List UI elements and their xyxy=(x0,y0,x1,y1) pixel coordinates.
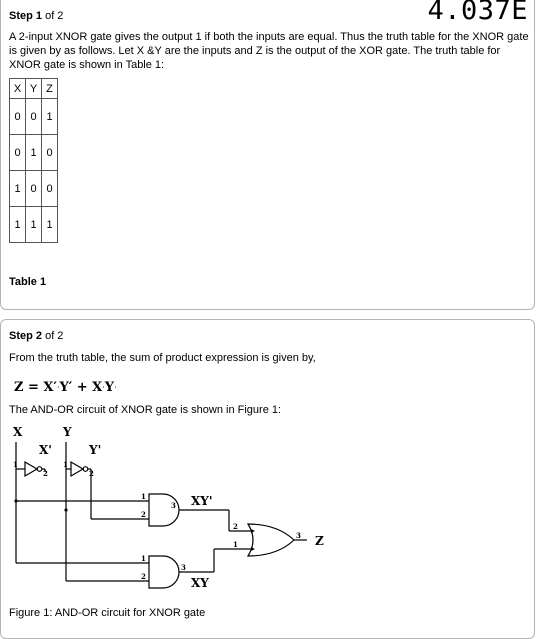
expr-mid: Y′ + X xyxy=(59,380,103,395)
arrow-in2 xyxy=(251,547,255,551)
label-y: Y xyxy=(62,425,72,439)
expr-right: Y xyxy=(104,380,115,395)
or-gate xyxy=(246,523,295,557)
label-not-y: Y' xyxy=(88,443,101,457)
junction-dot xyxy=(64,508,68,512)
label-and1-out: XY' xyxy=(191,494,213,508)
truth-table-cell: 1 xyxy=(41,98,58,135)
expr-left: Z = X′ xyxy=(14,380,57,395)
step-count: of 2 xyxy=(42,330,64,342)
label-output-z: Z xyxy=(315,534,324,548)
truth-table-cell: 0 xyxy=(25,170,42,207)
junction-dot xyxy=(14,499,18,503)
pin-label: 3 xyxy=(181,563,186,572)
truth-table-cell: 1 xyxy=(9,170,26,207)
figure-caption: Figure 1: AND-OR circuit for XNOR gate xyxy=(9,607,206,619)
expr-dot: · xyxy=(102,383,105,392)
table-caption: Table 1 xyxy=(9,276,47,288)
pin-label: 2 xyxy=(89,469,94,478)
step-label: Step 2 xyxy=(9,330,43,342)
expr-dot: · xyxy=(114,383,117,392)
expr-dot: · xyxy=(56,383,60,392)
step-2-title: Step 2 of 2 xyxy=(9,330,63,342)
not-bubble-x xyxy=(36,466,43,472)
truth-table-header-cell: Z xyxy=(41,78,58,99)
truth-table-cell: 0 xyxy=(9,98,26,135)
and-or-circuit-diagram: X Y X' Y' XY' XY Z 1 2 1 2 1 2 3 1 2 3 2… xyxy=(13,425,324,590)
pin-label: 2 xyxy=(141,510,146,519)
not-gate-x xyxy=(24,460,39,478)
pin-label: 2 xyxy=(233,522,238,531)
pin-label: 1 xyxy=(141,492,146,501)
truth-table-cell: 1 xyxy=(25,134,42,171)
truth-table-cell: 0 xyxy=(41,170,58,207)
sop-intro: From the truth table, the sum of product… xyxy=(9,352,316,364)
truth-table-cell: 1 xyxy=(25,206,42,243)
step-1-card: Step 1 of 2 4.037E A 2-input XNOR gate g… xyxy=(0,0,535,310)
truth-table-cell: 0 xyxy=(25,98,42,135)
not-gate-y xyxy=(70,460,85,478)
step-2-card: Step 2 of 2 From the truth table, the su… xyxy=(0,319,535,639)
truth-table-header-cell: X xyxy=(9,78,26,99)
step-label: Step 1 xyxy=(9,10,43,22)
label-and2-out: XY xyxy=(191,576,209,590)
step-1-paragraph: A 2-input XNOR gate gives the output 1 i… xyxy=(9,31,529,71)
arrow-in1 xyxy=(251,529,255,533)
circuit-intro: The AND-OR circuit of XNOR gate is shown… xyxy=(9,404,282,416)
problem-id: 4.037E xyxy=(427,0,528,26)
truth-table-header-cell: Y xyxy=(25,78,42,99)
pin-label: 3 xyxy=(171,501,176,510)
truth-table-cell: 1 xyxy=(41,206,58,243)
pin-label: 1 xyxy=(141,554,146,563)
not-bubble-y xyxy=(82,466,89,472)
sop-expression: Z = X′·Y′ + X·Y· xyxy=(14,380,117,395)
pin-label: 3 xyxy=(296,531,301,540)
truth-table-cell: 1 xyxy=(9,206,26,243)
pin-label: 2 xyxy=(141,572,146,581)
label-x: X xyxy=(13,425,23,439)
and-gate-1 xyxy=(148,493,180,527)
step-1-title: Step 1 of 2 xyxy=(9,10,63,22)
step-count: of 2 xyxy=(42,10,64,22)
and-gate-2 xyxy=(148,555,180,589)
pin-label: 1 xyxy=(13,460,18,469)
pin-label: 1 xyxy=(233,540,238,549)
label-not-x: X' xyxy=(39,443,52,457)
pin-label: 1 xyxy=(63,460,68,469)
truth-table-cell: 0 xyxy=(9,134,26,171)
pin-label: 2 xyxy=(43,469,48,478)
truth-table-cell: 0 xyxy=(41,134,58,171)
